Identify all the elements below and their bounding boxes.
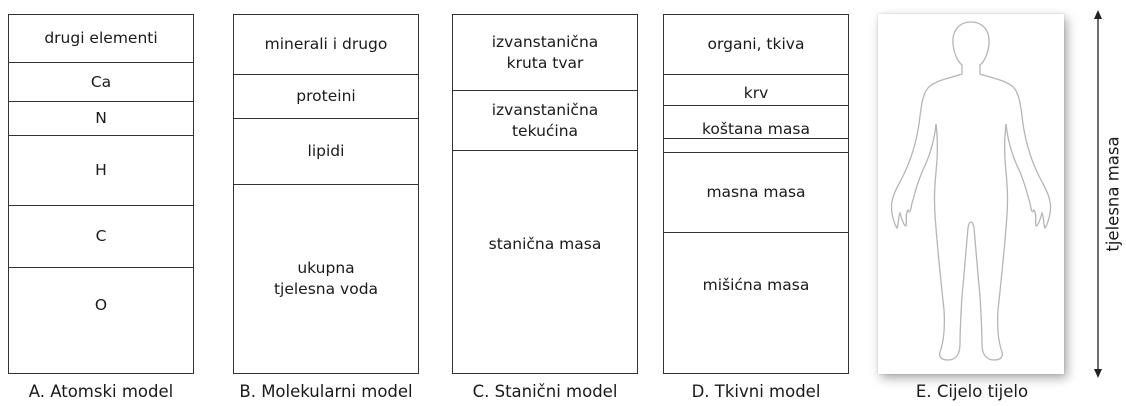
segment-extracellular-fluid: izvanstanična tekućina bbox=[453, 91, 637, 151]
caption-atomic-model: A. Atomski model bbox=[28, 382, 174, 401]
segment-cell-mass: stanična masa bbox=[488, 234, 602, 253]
segment-total-body-water: ukupna tjelesna voda bbox=[273, 259, 379, 298]
caption-tissue-model: D. Tkivni model bbox=[691, 382, 821, 401]
body-mass-axis-label: tjelesna masa bbox=[1103, 136, 1123, 252]
tissue-model-column: organi, tkiva krv koštana masa masna mas… bbox=[663, 14, 849, 374]
segment-extracellular-solids: izvanstanična kruta tvar bbox=[453, 15, 637, 91]
human-silhouette-icon bbox=[890, 21, 1052, 361]
segment-minerals: minerali i drugo bbox=[234, 15, 418, 75]
body-mass-arrow-icon bbox=[1094, 10, 1102, 378]
segment-other-elements: drugi elementi bbox=[9, 15, 193, 63]
segment-lipids: lipidi bbox=[234, 119, 418, 185]
cellular-model-column: izvanstanična kruta tvar izvanstanična t… bbox=[452, 14, 638, 374]
segment-blood: krv bbox=[664, 75, 848, 139]
caption-molecular-model: B. Molekularni model bbox=[239, 382, 413, 401]
segment-proteins: proteini bbox=[234, 75, 418, 119]
segment-carbon: C bbox=[9, 206, 193, 268]
whole-body-figure bbox=[878, 14, 1064, 374]
segment-nitrogen: N bbox=[9, 102, 193, 136]
caption-whole-body: E. Cijelo tijelo bbox=[915, 382, 1029, 401]
segment-bone-mass: koštana masa bbox=[664, 105, 848, 153]
segment-fat-mass: masna masa bbox=[664, 153, 848, 233]
segment-calcium: Ca bbox=[9, 63, 193, 102]
molecular-model-column: minerali i drugo proteini lipidi ukupna … bbox=[233, 14, 419, 374]
segment-muscle-mass: mišićna masa bbox=[702, 275, 810, 294]
atomic-model-column: drugi elementi Ca N H C O bbox=[8, 14, 194, 374]
segment-oxygen: O bbox=[94, 295, 108, 314]
segment-hydrogen: H bbox=[9, 136, 193, 206]
segment-organs-tissues: organi, tkiva bbox=[664, 15, 848, 75]
caption-cellular-model: C. Stanični model bbox=[472, 382, 618, 401]
